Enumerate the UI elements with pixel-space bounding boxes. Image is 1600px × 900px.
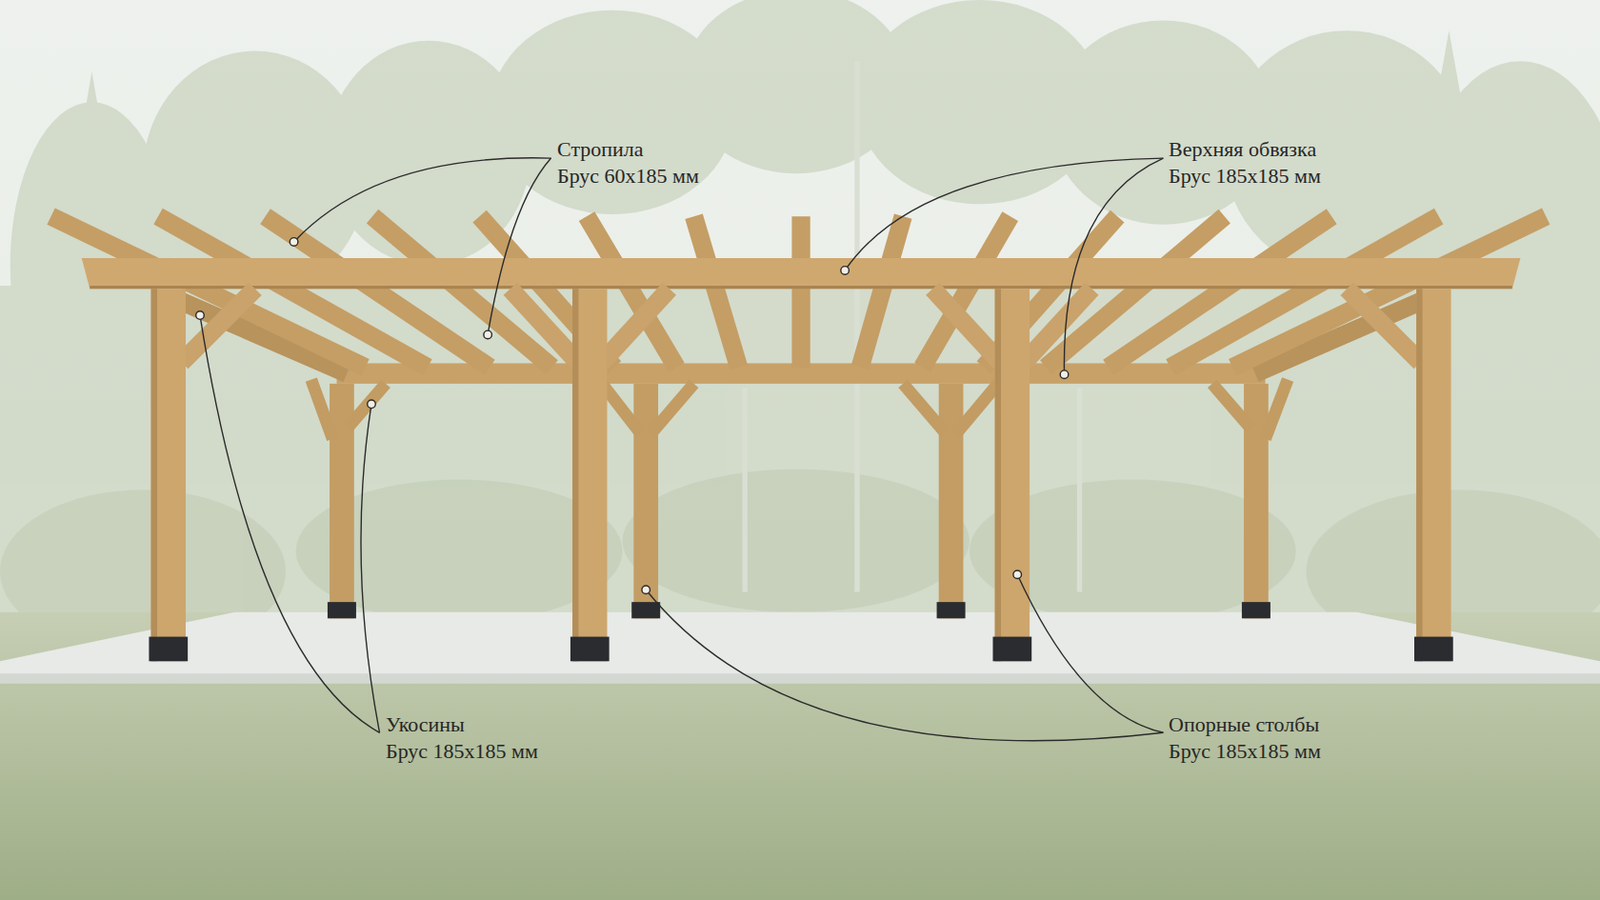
rafters bbox=[51, 216, 1547, 368]
front-post bbox=[995, 288, 1030, 661]
front-posts bbox=[151, 288, 1452, 661]
leader-dot bbox=[196, 311, 205, 320]
front-beam bbox=[81, 258, 1521, 289]
brace bbox=[601, 383, 641, 435]
leader-dot bbox=[641, 585, 651, 595]
front-post bbox=[151, 288, 186, 661]
post-base bbox=[993, 637, 1033, 662]
post-shade bbox=[1416, 288, 1422, 661]
brace bbox=[346, 383, 386, 429]
part-name: Верхняя обвязка bbox=[1168, 136, 1317, 163]
leader-line bbox=[645, 589, 1163, 740]
front-braces bbox=[181, 288, 1421, 362]
brace bbox=[181, 288, 256, 362]
leader-dot bbox=[289, 238, 299, 247]
part-name: Укосины bbox=[385, 711, 465, 739]
part-dimension: Брус 60х185 мм bbox=[557, 162, 700, 190]
post-shade bbox=[995, 288, 1001, 661]
leader-dot bbox=[367, 400, 377, 409]
brace bbox=[902, 383, 946, 435]
brace bbox=[956, 383, 999, 435]
back-post bbox=[633, 383, 659, 619]
leader-line bbox=[360, 403, 380, 733]
part-dimension: Брус 185х185 мм bbox=[1168, 162, 1321, 190]
leader-dot bbox=[483, 330, 493, 340]
front-post bbox=[1416, 288, 1451, 661]
rafter bbox=[860, 216, 903, 368]
leader-dot bbox=[1060, 370, 1069, 380]
front-beam-shadow bbox=[89, 285, 1513, 289]
brace bbox=[932, 288, 1000, 362]
post-base bbox=[327, 601, 357, 619]
leader-dot bbox=[840, 266, 850, 276]
rafter bbox=[694, 216, 740, 368]
leader-line bbox=[844, 158, 1163, 271]
brace bbox=[1024, 288, 1093, 362]
leader-line bbox=[200, 315, 380, 733]
post-shade bbox=[151, 288, 158, 661]
back-posts bbox=[329, 383, 1269, 619]
brace bbox=[1265, 380, 1289, 440]
brace bbox=[651, 383, 695, 435]
post-base bbox=[1241, 601, 1271, 619]
brace bbox=[1346, 288, 1420, 362]
rafter bbox=[791, 216, 810, 368]
post-base bbox=[631, 601, 660, 619]
leader-line bbox=[1017, 574, 1163, 733]
back-braces bbox=[311, 380, 1288, 440]
post-bases bbox=[148, 601, 1453, 661]
brace bbox=[601, 288, 670, 362]
front-post bbox=[572, 288, 607, 661]
post-shade bbox=[572, 288, 579, 661]
post-base bbox=[148, 637, 188, 662]
brace bbox=[510, 288, 579, 362]
lawn bbox=[0, 612, 1600, 900]
part-dimension: Брус 185х185 мм bbox=[385, 738, 539, 765]
post-base bbox=[1414, 637, 1454, 662]
part-name: Опорные столбы bbox=[1168, 711, 1320, 739]
concrete-slab bbox=[0, 612, 1600, 682]
leader-line bbox=[487, 158, 551, 335]
rafter bbox=[1232, 216, 1546, 368]
post-base bbox=[937, 601, 966, 619]
post-base bbox=[570, 637, 610, 662]
part-name: Стропила bbox=[557, 136, 644, 163]
leader-lines bbox=[200, 158, 1163, 741]
leader-dot bbox=[1013, 570, 1022, 580]
slab-edge bbox=[0, 673, 1600, 684]
brace bbox=[311, 380, 334, 440]
back-post bbox=[939, 383, 964, 619]
part-dimension: Брус 185х185 мм bbox=[1168, 738, 1321, 765]
leader-line bbox=[294, 158, 552, 242]
leader-dots bbox=[196, 238, 1069, 595]
leader-line bbox=[1063, 158, 1163, 375]
brace bbox=[1212, 383, 1252, 429]
